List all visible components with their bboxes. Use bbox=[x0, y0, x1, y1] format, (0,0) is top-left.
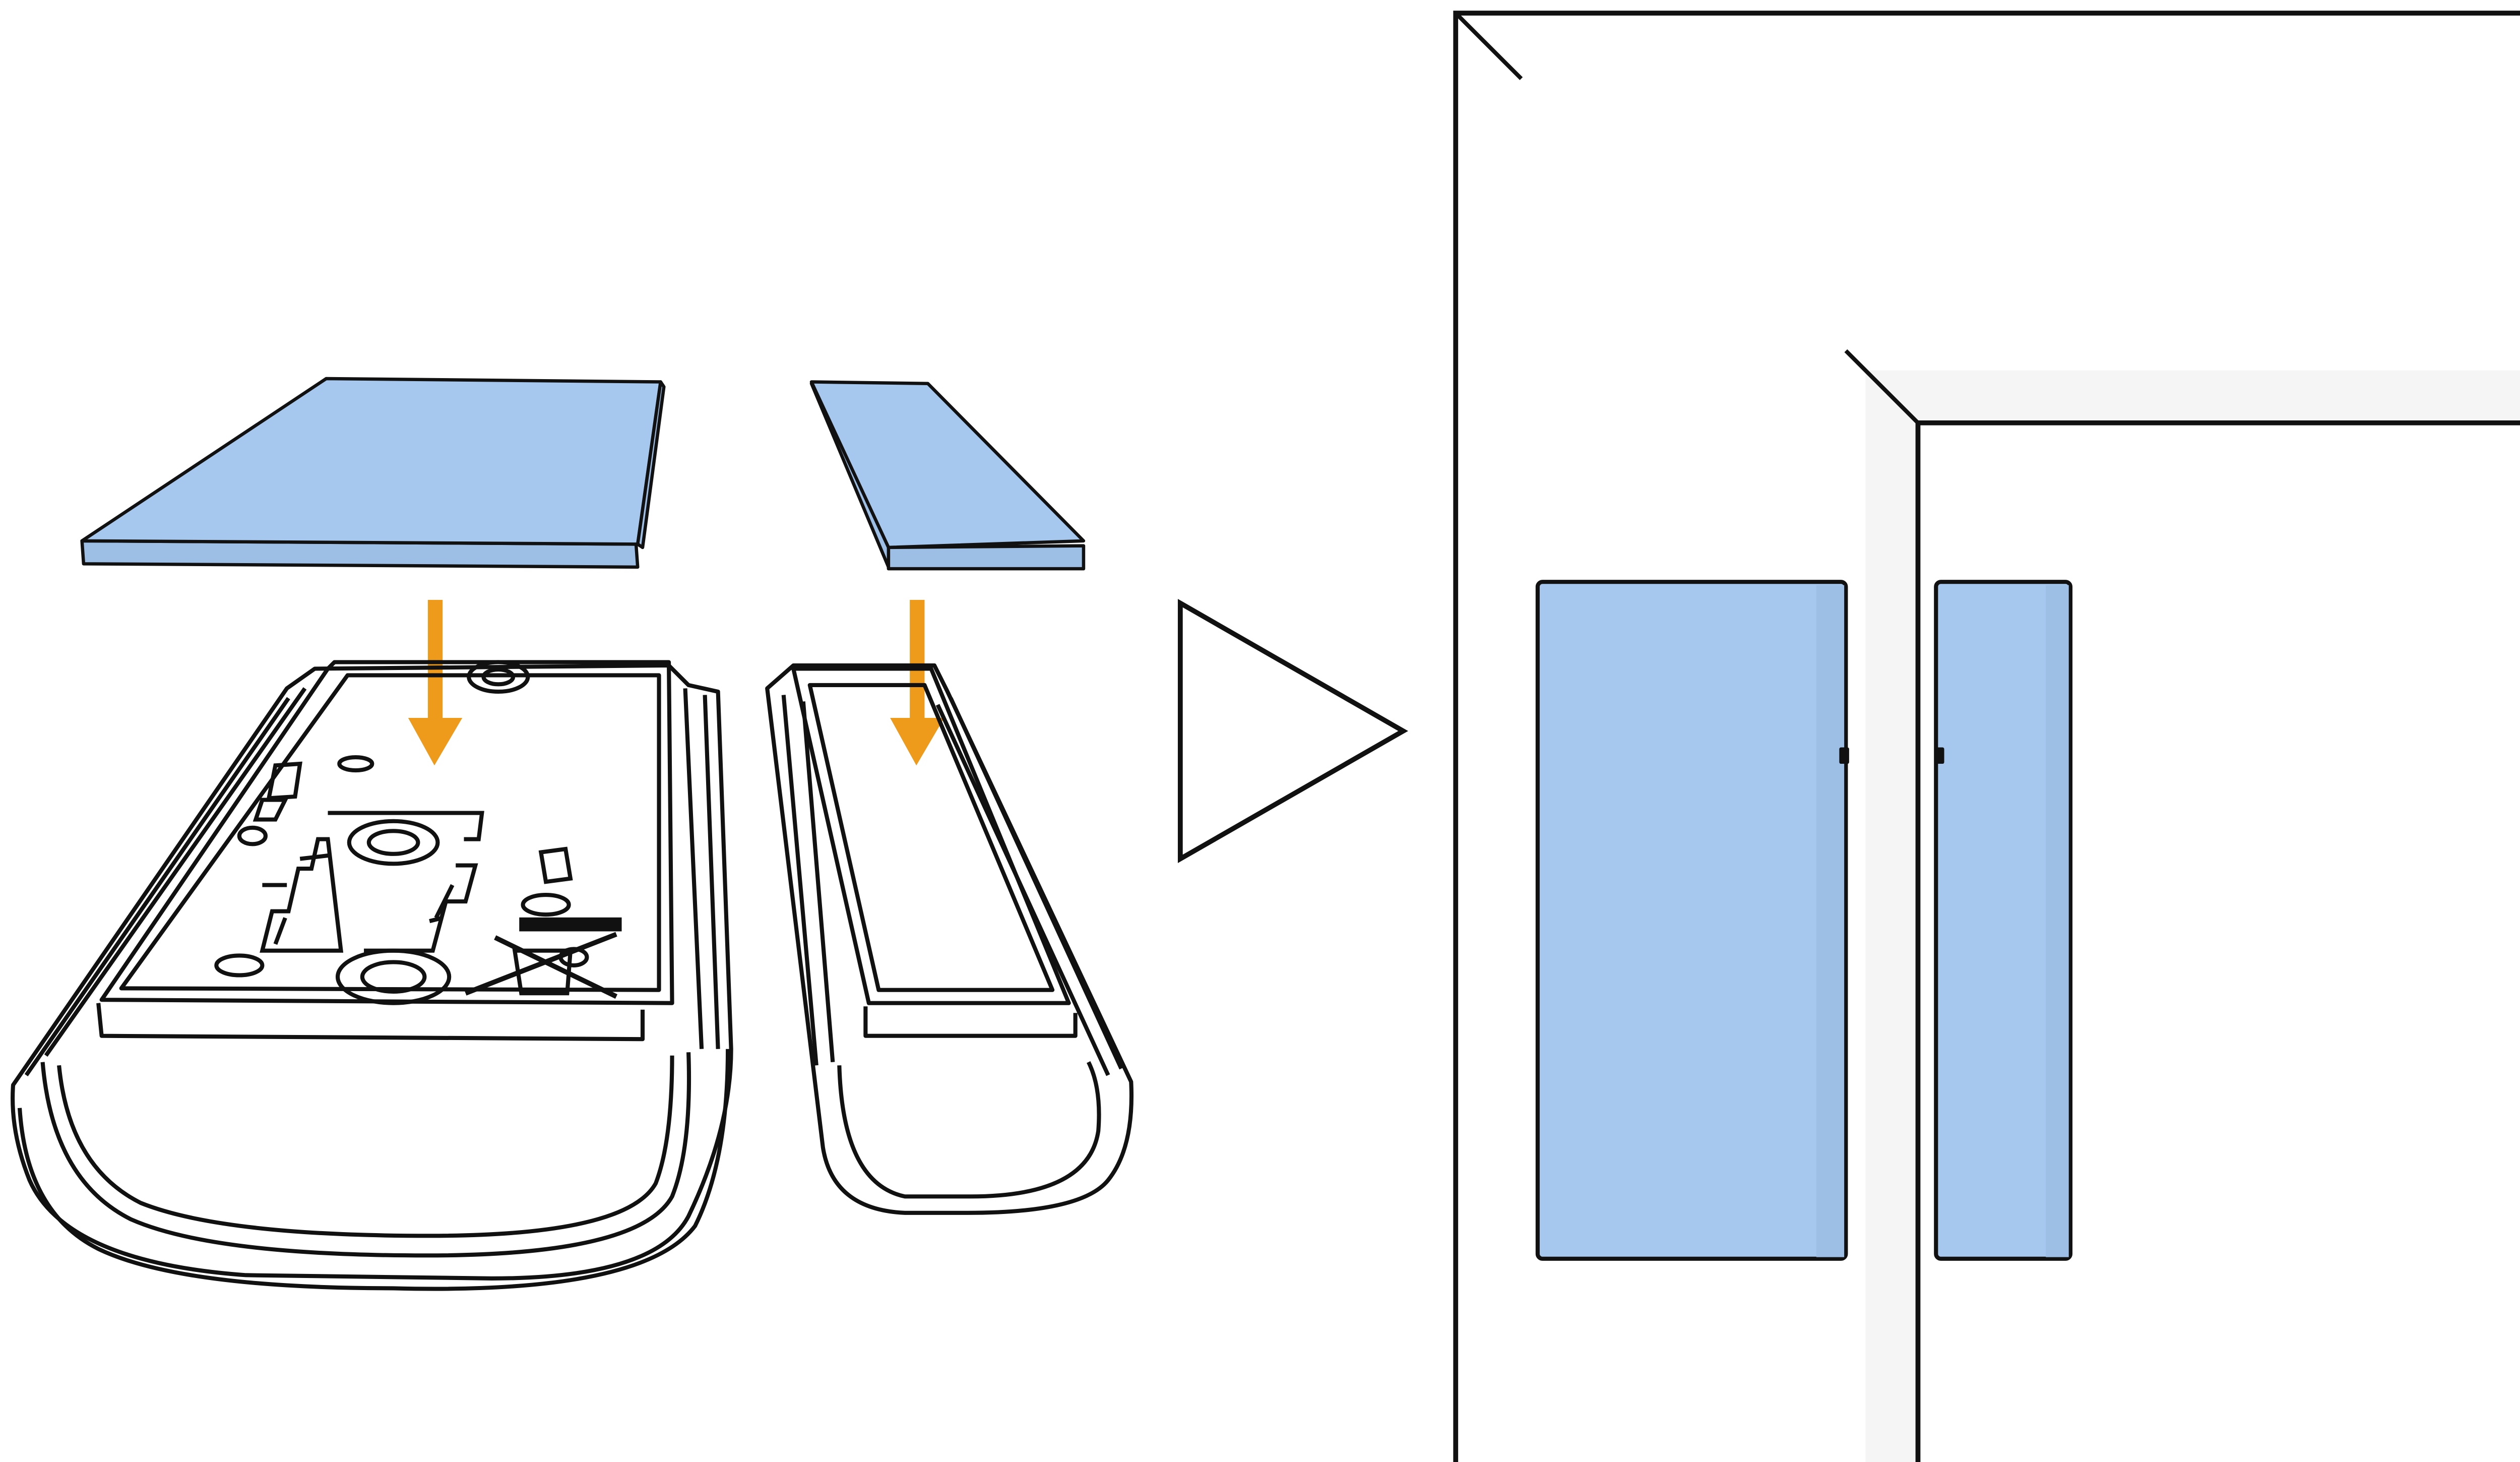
triangle-right-icon bbox=[1177, 598, 1408, 864]
mounted-magnet bbox=[1934, 580, 2073, 1261]
window-sash bbox=[1844, 349, 2520, 1462]
adhesive-pad-small bbox=[809, 380, 1086, 571]
crossed-out-bin-icon bbox=[464, 917, 622, 999]
adhesive-pad-large-right-edge bbox=[636, 380, 666, 550]
magnet-housing bbox=[765, 663, 1134, 1215]
window-frame bbox=[1453, 11, 2520, 1462]
sensor-housing-details bbox=[214, 660, 622, 1005]
left-panel bbox=[11, 377, 1134, 1291]
arrow-down-icon bbox=[408, 599, 463, 766]
adhesive-pad-large bbox=[80, 377, 666, 569]
mounted-sensor bbox=[1535, 580, 1849, 1261]
adhesive-pad-small-top bbox=[809, 380, 1086, 550]
sensor-housing bbox=[11, 660, 733, 1291]
right-panel bbox=[1453, 11, 2520, 1462]
arrow-down-icon bbox=[890, 599, 944, 766]
adhesive-pad-large-top bbox=[80, 377, 663, 546]
adhesive-pad-small-edge bbox=[887, 544, 1086, 571]
